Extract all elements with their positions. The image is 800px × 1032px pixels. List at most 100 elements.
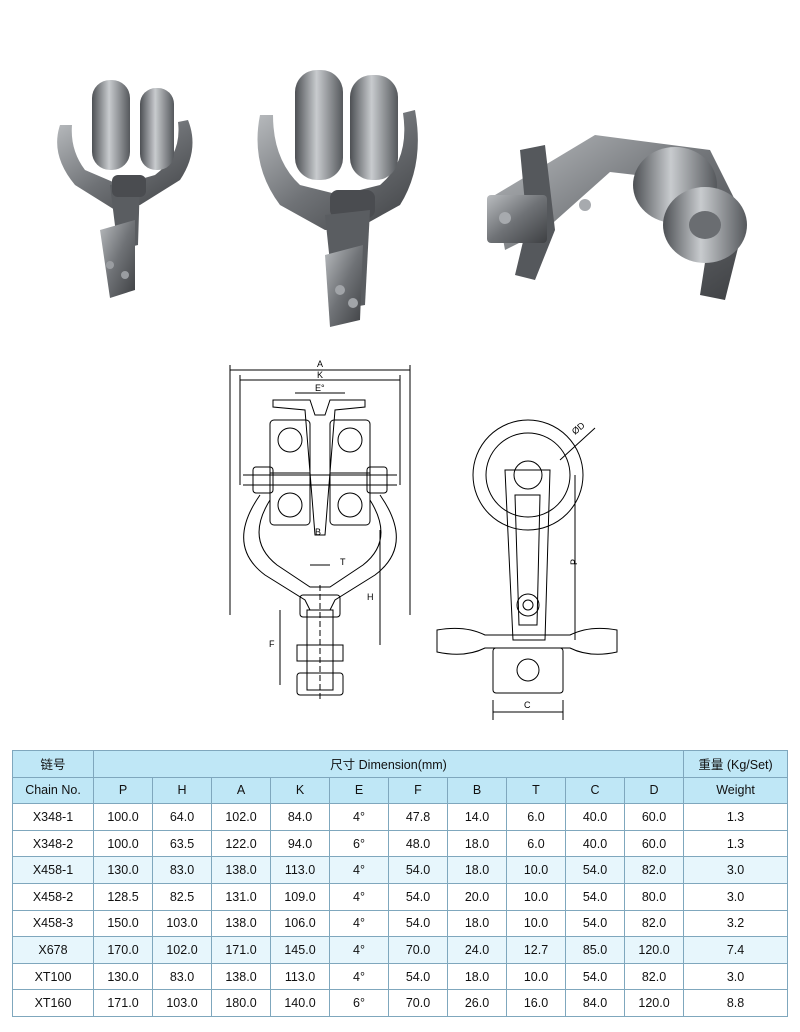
header-col-c: C (565, 776, 625, 805)
cell-value: 85.0 (565, 936, 625, 964)
cell-value: 80.0 (623, 882, 685, 911)
cell-value: 64.0 (152, 803, 212, 831)
label-b: B (315, 527, 321, 537)
cell-value: 18.0 (447, 829, 507, 858)
cell-value: 70.0 (388, 989, 448, 1017)
cell-value: 16.0 (506, 989, 566, 1017)
cell-value: 180.0 (211, 989, 271, 1017)
cell-value: 4° (329, 856, 389, 884)
cell-value: 138.0 (211, 909, 271, 938)
cell-weight: 1.3 (683, 803, 789, 831)
label-a: A (317, 359, 323, 369)
product-photo-front (57, 80, 193, 298)
product-photo-angle (257, 70, 418, 327)
cell-value: 100.0 (93, 803, 153, 831)
cell-value: 6° (329, 829, 389, 858)
cell-value: 103.0 (152, 989, 212, 1017)
cell-value: 60.0 (623, 829, 685, 858)
cell-value: 54.0 (388, 856, 448, 884)
cell-chain-no: XT160 (12, 989, 94, 1017)
table-header-top: 链号 尺寸 Dimension(mm) 重量 (Kg/Set) (12, 750, 789, 778)
cell-value: 10.0 (506, 856, 566, 884)
cell-value: 18.0 (447, 962, 507, 991)
cell-value: 103.0 (152, 909, 212, 938)
header-dimension: 尺寸 Dimension(mm) (92, 750, 685, 778)
cell-value: 140.0 (270, 989, 330, 1017)
cell-value: 40.0 (565, 829, 625, 858)
product-photo-side (487, 135, 747, 300)
cell-value: 113.0 (270, 856, 330, 884)
cell-weight: 3.0 (683, 856, 789, 884)
cell-value: 4° (329, 909, 389, 938)
cell-value: 54.0 (565, 882, 625, 911)
cell-value: 48.0 (388, 829, 448, 858)
header-col-e: E (329, 776, 389, 805)
cell-value: 113.0 (270, 962, 330, 991)
cell-value: 84.0 (565, 989, 625, 1017)
header-col-d: D (623, 776, 685, 805)
cell-value: 10.0 (506, 882, 566, 911)
header-col-a: A (211, 776, 271, 805)
cell-value: 122.0 (211, 829, 271, 858)
table-header-sub: Chain No. P H A K E F B T C D Weight (12, 776, 789, 805)
cell-value: 171.0 (211, 936, 271, 964)
header-col-f: F (388, 776, 448, 805)
header-chain-cn: 链号 (12, 750, 94, 778)
cell-value: 18.0 (447, 909, 507, 938)
cell-value: 82.5 (152, 882, 212, 911)
spec-table: 链号 尺寸 Dimension(mm) 重量 (Kg/Set) Chain No… (12, 750, 789, 1017)
cell-value: 60.0 (623, 803, 685, 831)
cell-value: 102.0 (152, 936, 212, 964)
cell-chain-no: X458-2 (12, 882, 94, 911)
cell-value: 82.0 (623, 856, 685, 884)
cell-value: 171.0 (93, 989, 153, 1017)
cell-value: 40.0 (565, 803, 625, 831)
cell-value: 18.0 (447, 856, 507, 884)
cell-value: 4° (329, 803, 389, 831)
cell-value: 106.0 (270, 909, 330, 938)
cell-value: 83.0 (152, 962, 212, 991)
cell-weight: 1.3 (683, 829, 789, 858)
header-col-p: P (93, 776, 153, 805)
label-h: H (367, 592, 374, 602)
cell-weight: 7.4 (683, 936, 789, 964)
header-chain-no: Chain No. (12, 776, 94, 805)
cell-weight: 3.2 (683, 909, 789, 938)
cell-value: 26.0 (447, 989, 507, 1017)
label-t: T (340, 557, 346, 567)
cell-value: 54.0 (565, 962, 625, 991)
cell-value: 70.0 (388, 936, 448, 964)
cell-value: 12.7 (506, 936, 566, 964)
cell-value: 130.0 (93, 962, 153, 991)
cell-value: 128.5 (93, 882, 153, 911)
side-view-drawing: ØD P C (436, 419, 618, 720)
cell-value: 54.0 (565, 856, 625, 884)
cell-value: 170.0 (93, 936, 153, 964)
cell-value: 54.0 (565, 909, 625, 938)
cell-value: 4° (329, 962, 389, 991)
label-c: C (524, 700, 531, 710)
cell-value: 102.0 (211, 803, 271, 831)
header-col-k: K (270, 776, 330, 805)
cell-chain-no: X678 (12, 936, 94, 964)
cell-value: 130.0 (93, 856, 153, 884)
cell-value: 109.0 (270, 882, 330, 911)
cell-weight: 8.8 (683, 989, 789, 1017)
label-f: F (269, 639, 275, 649)
cell-value: 14.0 (447, 803, 507, 831)
cell-value: 54.0 (388, 909, 448, 938)
cell-value: 24.0 (447, 936, 507, 964)
cell-value: 150.0 (93, 909, 153, 938)
cell-weight: 3.0 (683, 882, 789, 911)
cell-value: 10.0 (506, 909, 566, 938)
cell-value: 20.0 (447, 882, 507, 911)
label-e: E° (315, 383, 325, 393)
cell-chain-no: X348-2 (12, 829, 94, 858)
cell-value: 82.0 (623, 962, 685, 991)
